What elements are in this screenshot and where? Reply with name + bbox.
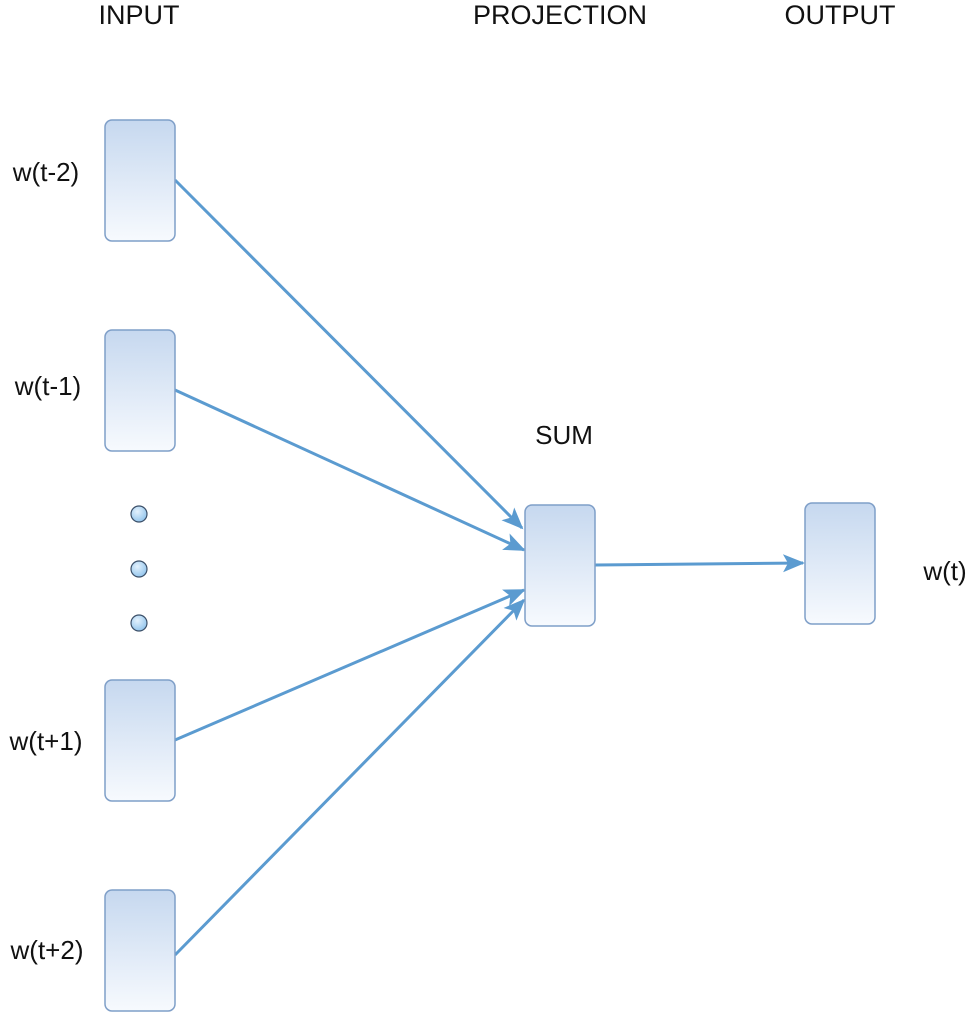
projection-sum-label: SUM [535, 420, 593, 450]
projection-header: PROJECTION [473, 0, 647, 30]
input-label-w-t-minus-1: w(t-1) [14, 371, 81, 401]
input-node-w-t-minus-2 [104, 119, 176, 242]
input-header: INPUT [99, 0, 180, 30]
output-header: OUTPUT [785, 0, 896, 30]
input-label-w-t-plus-2: w(t+2) [10, 935, 84, 965]
input-node-w-t-plus-2 [104, 889, 176, 1012]
input-node-w-t-plus-1 [104, 679, 176, 802]
edge-w-t-minus-2 [173, 178, 524, 530]
edge-w-t-minus-1 [174, 388, 526, 552]
input-edges [173, 178, 526, 957]
projection-sum-node [524, 504, 596, 627]
edge-w-t-plus-1 [174, 588, 526, 742]
edge-sum-to-output [594, 554, 805, 573]
input-label-w-t-plus-1: w(t+1) [9, 726, 83, 756]
ellipsis-dot [130, 505, 148, 523]
output-node [804, 502, 876, 625]
ellipsis-dot [130, 614, 148, 632]
input-label-w-t-minus-2: w(t-2) [12, 157, 79, 187]
output-label: w(t) [922, 556, 966, 586]
ellipsis-dot [130, 560, 148, 578]
input-nodes [104, 119, 176, 1012]
input-node-w-t-minus-1 [104, 329, 176, 452]
edge-w-t-plus-2 [173, 598, 526, 957]
ellipsis-dots [130, 505, 148, 632]
